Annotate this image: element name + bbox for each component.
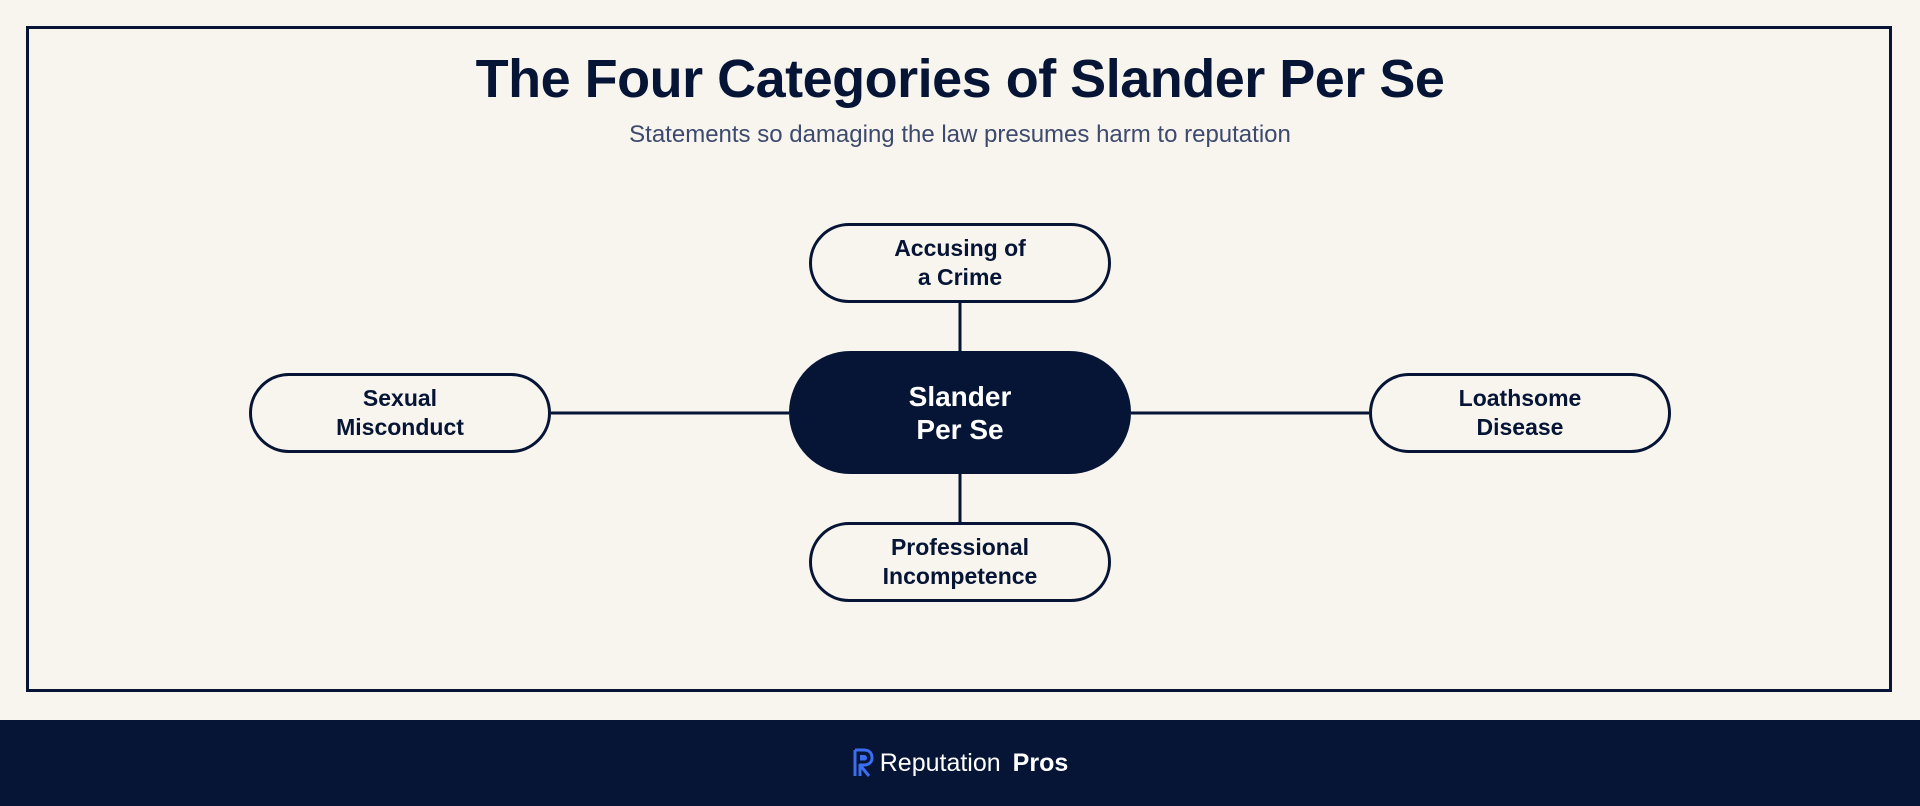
footer-bar: Reputation Pros <box>0 720 1920 806</box>
node-professional-incompetence: Professional Incompetence <box>809 522 1111 602</box>
node-sexual-misconduct: Sexual Misconduct <box>249 373 551 453</box>
node-slander-per-se: Slander Per Se <box>789 351 1131 474</box>
diagram-frame <box>26 26 1892 692</box>
reputation-pros-logo-icon <box>853 748 874 777</box>
brand-name-light: Reputation <box>879 748 1001 777</box>
brand-name-bold: Pros <box>1012 748 1069 777</box>
node-accusing-of-crime: Accusing of a Crime <box>809 223 1111 303</box>
brand-logo: Reputation Pros <box>852 748 1069 778</box>
diagram-subtitle: Statements so damaging the law presumes … <box>629 121 1291 148</box>
diagram-title: The Four Categories of Slander Per Se <box>475 49 1445 109</box>
node-loathsome-disease: Loathsome Disease <box>1369 373 1671 453</box>
